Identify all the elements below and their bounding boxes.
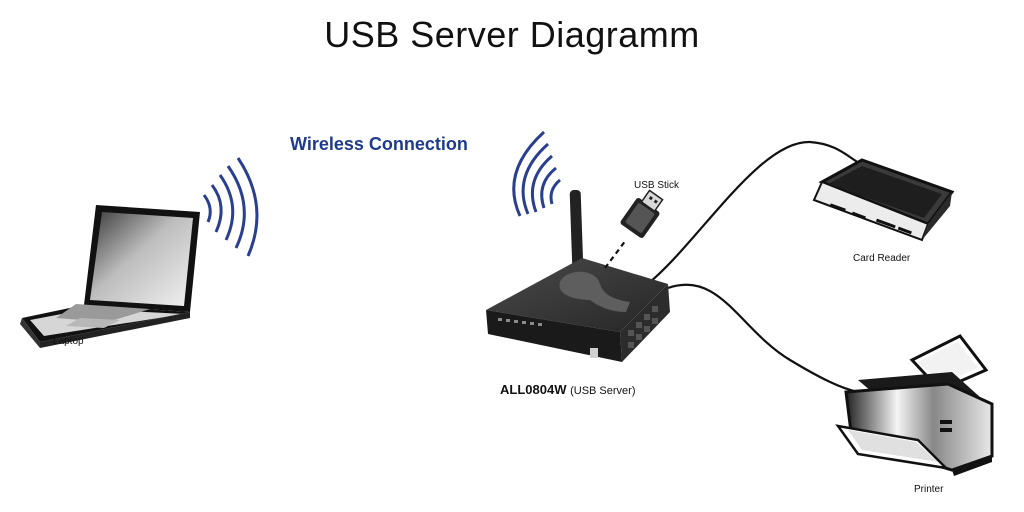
router-antenna-icon bbox=[569, 189, 584, 273]
usb-server-router-icon bbox=[486, 258, 670, 362]
card-reader-label: Card Reader bbox=[853, 253, 911, 264]
laptop-icon bbox=[20, 205, 200, 348]
printer-label: Printer bbox=[914, 484, 944, 495]
usb-server-model: ALL0804W bbox=[500, 382, 567, 397]
cable-to-printer bbox=[667, 283, 859, 394]
wireless-connection-label: Wireless Connection bbox=[290, 134, 468, 154]
laptop-wireless-waves-icon bbox=[202, 157, 259, 257]
printer-icon bbox=[835, 334, 994, 476]
usb-stick-icon bbox=[620, 189, 664, 238]
usb-stick-label: USB Stick bbox=[634, 180, 680, 191]
laptop-label: Laptop bbox=[53, 336, 84, 347]
usb-server-type: (USB Server) bbox=[570, 385, 636, 397]
cable-to-card-reader bbox=[649, 140, 869, 283]
card-reader-icon bbox=[812, 158, 955, 242]
usb-stick-connection bbox=[604, 239, 627, 269]
usb-server-label: ALL0804W (USB Server) bbox=[500, 382, 636, 397]
diagram-title: USB Server Diagramm bbox=[324, 14, 700, 55]
router-wireless-waves-icon bbox=[512, 130, 561, 217]
